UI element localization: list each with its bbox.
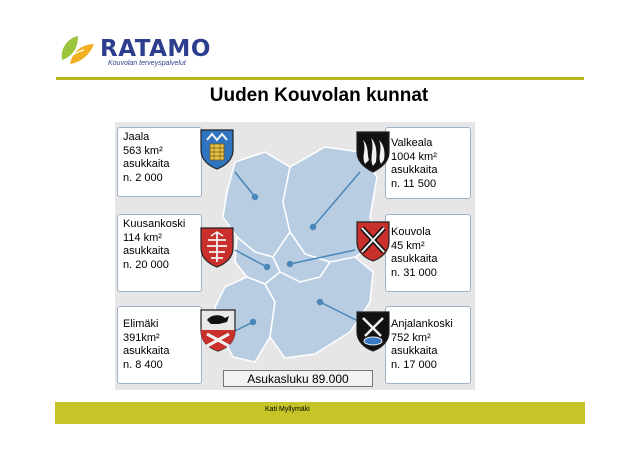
municipality-population: n. 11 500 [391,177,437,190]
pointer-anjalankoski [319,301,361,323]
jaala-coat-of-arms-icon [200,129,234,170]
municipality-population-label: asukkaita [391,164,438,176]
kouvola-coat-of-arms-icon [356,221,390,262]
municipality-name: Kuusankoski [123,218,186,230]
ratamo-leaf-logo-icon [61,36,94,64]
municipality-population-label: asukkaita [123,345,170,357]
municipality-area: 391km² [123,331,160,344]
brand-name: RATAMO [100,36,211,62]
anjalankoski-coat-of-arms-icon [356,311,390,352]
municipality-area: 563 km² [123,144,163,157]
pointer-kuusankoski [234,249,268,268]
municipality-name: Elimäki [123,318,159,330]
municipality-population: n. 8 400 [123,358,163,371]
kuusankoski-coat-of-arms-icon [200,227,234,268]
info-box-anjalankoski: Anjalankoski 752 km² asukkaita n. 17 000 [385,306,471,384]
map-region-anjalankoski [264,256,374,359]
municipality-name: Valkeala [391,137,433,149]
pointer-valkeala [312,171,361,228]
municipality-area: 1004 km² [391,150,437,163]
footer-bar: Kati Myllymäki [55,402,585,424]
pointer-kouvola [289,249,356,265]
info-box-valkeala: Valkeala 1004 km² asukkaita n. 11 500 [385,127,471,199]
municipality-population-label: asukkaita [123,158,170,170]
municipality-population: n. 20 000 [123,258,169,271]
info-box-kuusankoski: Kuusankoski 114 km² asukkaita n. 20 000 [117,214,202,292]
municipality-population: n. 31 000 [391,266,437,279]
municipality-population: n. 2 000 [123,171,163,184]
info-box-elimaki: Elimäki 391km² asukkaita n. 8 400 [117,306,202,384]
elimaki-coat-of-arms-icon [200,309,236,352]
valkeala-coat-of-arms-icon [356,131,390,173]
municipality-population-label: asukkaita [123,245,170,257]
population-total-box: Asukasluku 89.000 [223,370,373,387]
map-panel: Jaala 563 km² asukkaita n. 2 000 Kuusank… [115,122,475,390]
pointer-elimaki [232,321,254,333]
footer-author: Kati Myllymäki [265,406,310,413]
slide-title: Uuden Kouvolan kunnat [209,85,429,106]
brand-tagline: Kouvolan terveyspalvelut [108,60,186,67]
municipality-population-label: asukkaita [391,345,438,357]
municipality-population: n. 17 000 [391,358,437,371]
municipality-name: Jaala [123,131,150,143]
info-box-jaala: Jaala 563 km² asukkaita n. 2 000 [117,127,202,197]
header-divider [56,77,584,80]
municipality-name: Kouvola [391,226,431,238]
municipality-name: Anjalankoski [391,318,453,330]
municipality-area: 45 km² [391,239,425,252]
municipality-population-label: asukkaita [391,253,438,265]
info-box-kouvola: Kouvola 45 km² asukkaita n. 31 000 [385,214,471,292]
pointer-jaala [234,171,256,198]
municipality-area: 752 km² [391,331,431,344]
municipality-area: 114 km² [123,231,162,244]
